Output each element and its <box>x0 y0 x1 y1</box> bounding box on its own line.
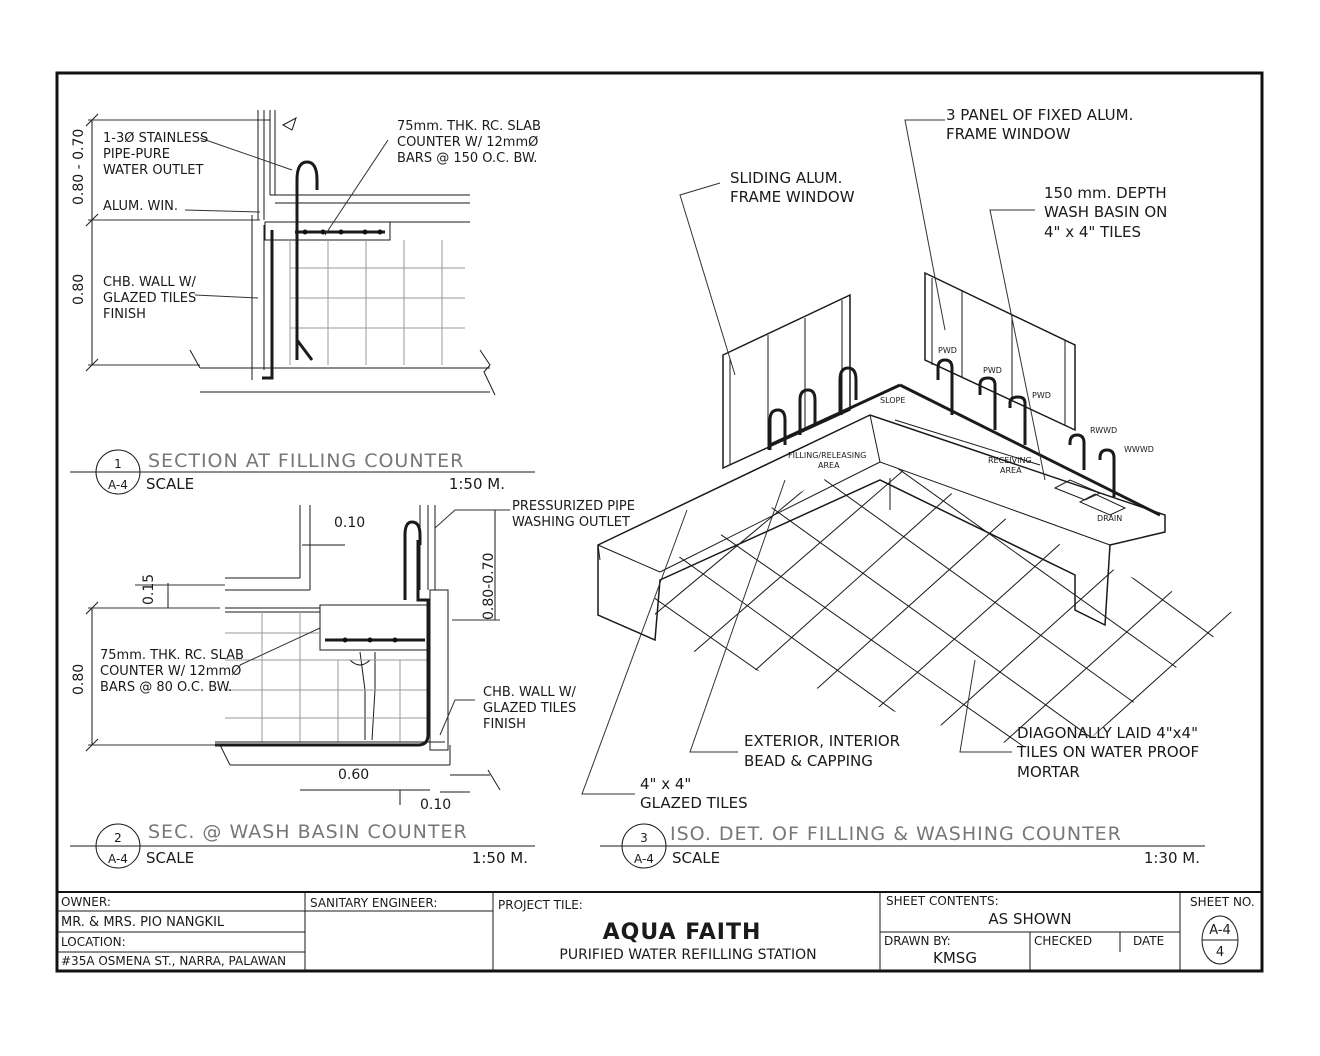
note-slab2-line-3: BARS @ 80 O.C. BW. <box>100 680 232 695</box>
dim-0-80: 0.80 <box>71 274 87 305</box>
sheet-no-value: A-4 <box>1209 923 1231 938</box>
sheet-border <box>55 71 1264 973</box>
sheet-no-label: SHEET NO. <box>1190 895 1255 909</box>
callout-3-number: 3 <box>640 831 648 845</box>
note-fixed-window-line-1: 3 PANEL OF FIXED ALUM. <box>946 106 1133 124</box>
project-label: PROJECT TILE: <box>498 898 583 912</box>
owner-value: MR. & MRS. PIO NANGKIL <box>61 915 225 930</box>
drawn-value: KMSG <box>933 949 977 967</box>
section-1-scale-label: SCALE <box>146 475 194 493</box>
note-fixed-window-line-2: FRAME WINDOW <box>946 125 1071 143</box>
section-1-notes: 0.80 - 0.70 0.80 1-3Ø STAINLESS PIPE-PUR… <box>71 119 541 322</box>
callout-3-sheet: A-4 <box>634 852 654 866</box>
callout-1-sheet: A-4 <box>108 478 128 492</box>
dim-0-80: 0.80 <box>71 664 87 695</box>
note-pipe-line-1: 1-3Ø STAINLESS <box>103 131 208 146</box>
contents-label: SHEET CONTENTS: <box>886 894 999 908</box>
section-3-notes: 3 PANEL OF FIXED ALUM. FRAME WINDOW SLID… <box>640 106 1199 812</box>
contents-value: AS SHOWN <box>988 910 1071 928</box>
note-slab2-line-1: 75mm. THK. RC. SLAB <box>100 648 244 663</box>
dim-0-10-top: 0.10 <box>334 515 365 531</box>
callout-1-number: 1 <box>114 457 122 471</box>
note-slab-line-2: COUNTER W/ 12mmØ <box>397 135 538 150</box>
callout-2-sheet: A-4 <box>108 852 128 866</box>
section-1-drawing <box>85 110 496 396</box>
note-diag-line-3: MORTAR <box>1017 763 1080 781</box>
tag-filling-area-line-2: AREA <box>818 461 840 470</box>
checked-label: CHECKED <box>1034 934 1092 948</box>
note-wall2-line-2: GLAZED TILES <box>483 701 576 716</box>
section-2-scale-value: 1:50 M. <box>472 849 528 867</box>
note-glazed-line-2: GLAZED TILES <box>640 794 748 812</box>
tag-pwd-1: PWD <box>938 346 957 355</box>
callout-2-number: 2 <box>114 831 122 845</box>
date-label: DATE <box>1133 934 1164 948</box>
drawn-label: DRAWN BY: <box>884 934 951 948</box>
section-2-title: 2 A-4 SEC. @ WASH BASIN COUNTER SCALE 1:… <box>70 821 535 869</box>
note-slab2-line-2: COUNTER W/ 12mmØ <box>100 664 241 679</box>
dim-0-80-0-70: 0.80-0.70 <box>481 553 497 620</box>
note-diag-line-2: TILES ON WATER PROOF <box>1016 743 1199 761</box>
note-pipe-line-2: PIPE-PURE <box>103 147 170 162</box>
tag-wwwd: WWWD <box>1124 445 1154 454</box>
tag-receiving-area-line-1: RECEIVING <box>988 456 1032 465</box>
tag-pwd-3: PWD <box>1032 391 1051 400</box>
note-wash-basin-line-3: 4" x 4" TILES <box>1044 223 1141 241</box>
note-glazed-line-1: 4" x 4" <box>640 775 691 793</box>
section-2-notes: 0.10 0.15 0.80 0.80-0.70 0.60 0.10 PRESS… <box>71 499 635 813</box>
section-1-title: 1 A-4 SECTION AT FILLING COUNTER SCALE 1… <box>70 449 535 495</box>
section-1-heading: SECTION AT FILLING COUNTER <box>148 450 464 472</box>
section-2-heading: SEC. @ WASH BASIN COUNTER <box>148 821 468 843</box>
note-wall2-line-1: CHB. WALL W/ <box>483 685 577 700</box>
note-wall2-line-3: FINISH <box>483 717 526 732</box>
section-3-heading: ISO. DET. OF FILLING & WASHING COUNTER <box>670 823 1122 845</box>
note-wall-line-2: GLAZED TILES <box>103 291 196 306</box>
note-pipe-line-3: WATER OUTLET <box>103 163 203 178</box>
tag-slope: SLOPE <box>880 396 905 405</box>
tag-rwwd: RWWD <box>1090 426 1117 435</box>
dim-0-15: 0.15 <box>141 574 157 605</box>
location-label: LOCATION: <box>61 935 126 949</box>
dim-0-10-bottom: 0.10 <box>420 797 451 813</box>
dim-0-80-0-70: 0.80 - 0.70 <box>71 129 87 205</box>
tag-filling-area-line-1: FILLING/RELEASING <box>788 451 866 460</box>
owner-label: OWNER: <box>61 895 111 909</box>
section-3-scale-value: 1:30 M. <box>1144 849 1200 867</box>
title-block: OWNER: MR. & MRS. PIO NANGKIL LOCATION: … <box>57 891 1262 971</box>
note-pressurized-line-2: WASHING OUTLET <box>512 515 630 530</box>
project-subtitle: PURIFIED WATER REFILLING STATION <box>559 947 816 963</box>
section-3-scale-label: SCALE <box>672 849 720 867</box>
tag-drain: DRAIN <box>1097 514 1122 523</box>
note-sliding-window-line-1: SLIDING ALUM. <box>730 169 842 187</box>
note-slab-line-1: 75mm. THK. RC. SLAB <box>397 119 541 134</box>
sheet-total-value: 4 <box>1216 945 1224 960</box>
note-wall-line-1: CHB. WALL W/ <box>103 275 197 290</box>
project-name: AQUA FAITH <box>603 920 762 945</box>
note-diag-line-1: DIAGONALLY LAID 4"x4" <box>1017 724 1198 742</box>
section-2-drawing <box>85 505 510 805</box>
tag-pwd-2: PWD <box>983 366 1002 375</box>
section-1-scale-value: 1:50 M. <box>449 475 505 493</box>
note-pressurized-line-1: PRESSURIZED PIPE <box>512 499 635 514</box>
note-slab-line-3: BARS @ 150 O.C. BW. <box>397 151 537 166</box>
note-wash-basin-line-1: 150 mm. DEPTH <box>1044 184 1167 202</box>
note-wash-basin-line-2: WASH BASIN ON <box>1044 203 1167 221</box>
note-bead-line-1: EXTERIOR, INTERIOR <box>744 732 900 750</box>
dim-0-60: 0.60 <box>338 767 369 783</box>
tag-receiving-area-line-2: AREA <box>1000 466 1022 475</box>
engineer-label: SANITARY ENGINEER: <box>310 896 437 910</box>
location-value: #35A OSMENA ST., NARRA, PALAWAN <box>61 954 286 968</box>
note-sliding-window-line-2: FRAME WINDOW <box>730 188 855 206</box>
note-alum-win: ALUM. WIN. <box>103 199 178 214</box>
section-3-title: 3 A-4 ISO. DET. OF FILLING & WASHING COU… <box>600 823 1205 869</box>
section-2-scale-label: SCALE <box>146 849 194 867</box>
note-wall-line-3: FINISH <box>103 307 146 322</box>
note-bead-line-2: BEAD & CAPPING <box>744 752 873 770</box>
